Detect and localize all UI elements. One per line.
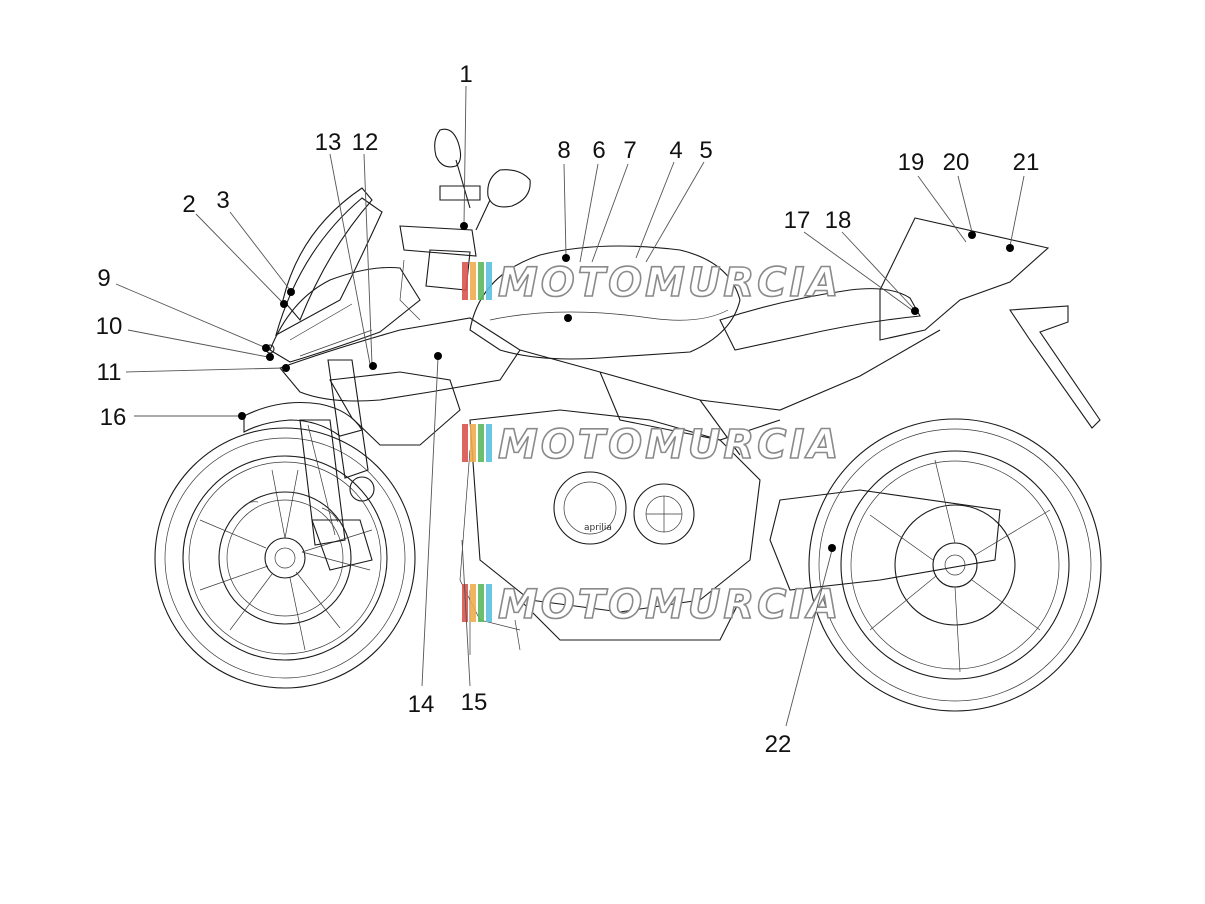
watermark-stripe <box>462 584 468 622</box>
fuel-tank <box>469 245 741 360</box>
callout-label: 8 <box>557 137 570 164</box>
callout-22[interactable]: 22 <box>765 544 836 758</box>
callout-label: 17 <box>784 207 811 234</box>
front-fender <box>243 401 363 437</box>
callout-label: 13 <box>315 129 342 156</box>
callout-11[interactable]: 11 <box>97 359 290 386</box>
callout-17[interactable]: 17 <box>784 207 913 311</box>
callout-dot-tank <box>564 314 572 322</box>
callout-label: 22 <box>765 731 792 758</box>
callout-7[interactable]: 7 <box>591 137 637 263</box>
watermark-stripe <box>470 424 476 462</box>
engine-brand-label: aprilia <box>584 523 612 533</box>
callout-8[interactable]: 8 <box>557 137 571 262</box>
callout-5[interactable]: 5 <box>645 137 713 263</box>
callout-label: 2 <box>182 191 195 218</box>
callout-16[interactable]: 16 <box>100 404 246 431</box>
callout-12[interactable]: 12 <box>352 129 379 370</box>
callout-19[interactable]: 19 <box>898 149 967 243</box>
callout-18[interactable]: 18 <box>825 207 919 315</box>
callout-label: 9 <box>97 265 110 292</box>
watermark-stripe <box>486 262 492 300</box>
callout-label: 5 <box>699 137 712 164</box>
front-wheel <box>154 427 416 689</box>
frame <box>519 329 941 456</box>
watermark-bottom: MOTOMURCIA <box>462 581 841 629</box>
watermark-text: MOTOMURCIA <box>498 582 841 628</box>
callout-label: 14 <box>408 691 435 718</box>
motorcycle-drawing: aprilia <box>154 128 1102 712</box>
callout-label: 15 <box>461 689 488 716</box>
callout-9[interactable]: 9 <box>97 265 270 352</box>
callout-group: 1 2 3 4 5 6 7 <box>96 61 1040 758</box>
callout-21[interactable]: 21 <box>1006 149 1039 252</box>
watermark-stripe <box>478 424 484 462</box>
callout-4[interactable]: 4 <box>635 137 683 259</box>
watermark-stripe <box>470 584 476 622</box>
callout-label: 7 <box>623 137 636 164</box>
tail-section <box>879 217 1050 341</box>
callout-2[interactable]: 2 <box>182 191 288 308</box>
watermark-text: MOTOMURCIA <box>498 422 841 468</box>
watermark-group: MOTOMURCIA MOTOMURCIA MOTOMURCIA <box>462 259 841 629</box>
swingarm <box>769 489 1001 591</box>
callout-10[interactable]: 10 <box>96 313 274 361</box>
callout-6[interactable]: 6 <box>579 137 606 263</box>
rear-wheel <box>808 418 1102 712</box>
watermark-top: MOTOMURCIA <box>462 259 841 307</box>
callout-15[interactable]: 15 <box>461 539 488 716</box>
callout-label: 18 <box>825 207 852 234</box>
callout-label: 19 <box>898 149 925 176</box>
callout-3[interactable]: 3 <box>216 187 295 296</box>
watermark-stripe <box>478 262 484 300</box>
callout-1[interactable]: 1 <box>459 61 473 230</box>
windscreen <box>282 187 373 322</box>
callout-label: 4 <box>669 137 682 164</box>
callout-label: 21 <box>1013 149 1040 176</box>
watermark-stripe <box>470 262 476 300</box>
front-fairing <box>265 197 521 446</box>
callout-label: 6 <box>592 137 605 164</box>
seat <box>719 288 921 351</box>
watermark-text: MOTOMURCIA <box>498 260 841 306</box>
callout-label: 11 <box>97 359 122 386</box>
watermark-stripe <box>462 262 468 300</box>
callout-label: 1 <box>459 61 472 88</box>
watermark-stripe <box>462 424 468 462</box>
license-plate-bracket <box>1009 305 1101 429</box>
front-fork <box>299 359 375 571</box>
callout-label: 20 <box>943 149 970 176</box>
watermark-middle: MOTOMURCIA <box>462 421 841 469</box>
callout-label: 12 <box>352 129 379 156</box>
callout-20[interactable]: 20 <box>943 149 976 239</box>
watermark-stripe <box>486 584 492 622</box>
callout-14[interactable]: 14 <box>408 352 442 718</box>
callout-13[interactable]: 13 <box>315 129 371 365</box>
watermark-stripe <box>486 424 492 462</box>
callout-label: 16 <box>100 404 127 431</box>
watermark-stripe <box>478 584 484 622</box>
callout-label: 3 <box>216 187 229 214</box>
callout-label: 10 <box>96 313 123 340</box>
